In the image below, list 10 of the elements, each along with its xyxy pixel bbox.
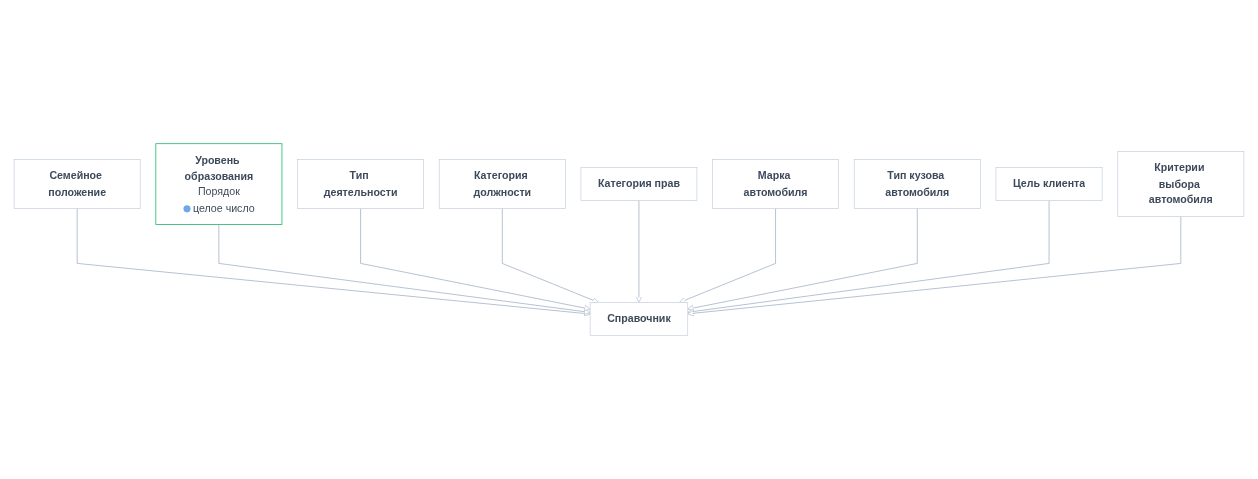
node-box: Тип кузова автомобиля — [853, 159, 981, 209]
node-box: Критерии выбора автомобиля — [1117, 151, 1245, 217]
node-box: Справочник — [589, 302, 689, 336]
node-box: Уровень образования Порядок целое число — [155, 143, 283, 225]
node-box: Категория прав — [580, 167, 698, 201]
node-box: Семейное положение — [13, 159, 141, 209]
node-box: Марка автомобиля — [712, 159, 839, 209]
node-box: Цель клиента — [995, 167, 1103, 201]
node-box: Тип деятельности — [297, 159, 424, 209]
node-box: Категория должности — [438, 159, 566, 209]
